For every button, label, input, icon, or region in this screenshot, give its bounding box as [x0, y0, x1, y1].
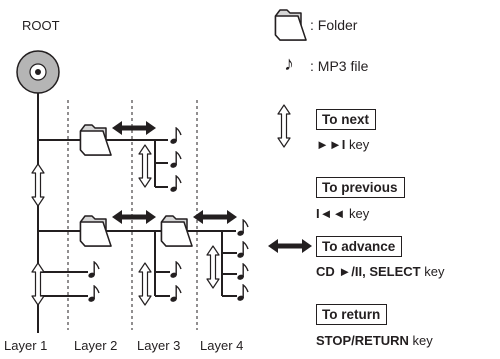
to-advance-key: CD ►/II, SELECT key: [316, 264, 444, 279]
mp3-file-icon: [170, 151, 182, 169]
tree-lines: [37, 93, 237, 333]
mp3-file-icon: [170, 175, 182, 193]
layer-1-label: Layer 1: [4, 338, 48, 353]
return-key-text: key: [408, 333, 433, 348]
folder-icon: [79, 124, 112, 156]
to-next-key: ►►I key: [316, 137, 369, 152]
advance-key-text: key: [420, 264, 445, 279]
next-key-text: key: [345, 137, 370, 152]
next-key-symbol: ►►I: [316, 137, 346, 152]
mp3-file-icon: [237, 263, 249, 281]
mp3-file-icon: [237, 284, 249, 302]
root-label: ROOT: [22, 18, 60, 33]
advance-key-strong: CD ►/II, SELECT: [316, 264, 421, 279]
legend-left-right-arrow-icon: [268, 239, 312, 253]
left-right-arrow-icon: [112, 210, 156, 224]
up-down-arrow-icon: [138, 144, 152, 188]
mp3-file-icon: [170, 127, 182, 145]
legend-mp3-file-label: : MP3 file: [310, 58, 369, 74]
folder-icon: [79, 215, 112, 247]
mp3-file-icon: [237, 219, 249, 237]
mp3-file-icon: [170, 261, 182, 279]
return-key-strong: STOP/RETURN: [316, 333, 409, 348]
mp3-file-icon: [237, 241, 249, 259]
up-down-arrow-icon: [138, 262, 152, 306]
left-right-arrow-icon: [193, 210, 237, 224]
mp3-file-icon: [88, 261, 100, 279]
to-return-box: To return: [316, 304, 388, 325]
previous-key-symbol: I◄◄: [316, 206, 346, 221]
layer-3-label: Layer 3: [137, 338, 181, 353]
mp3-file-icon: [170, 285, 182, 303]
root-disc-icon: [16, 50, 60, 94]
to-previous-key: I◄◄ key: [316, 206, 369, 221]
previous-key-text: key: [345, 206, 370, 221]
up-down-arrow-icon: [31, 163, 45, 207]
legend-folder-label: : Folder: [310, 17, 358, 33]
left-right-arrow-icon: [112, 121, 156, 135]
layer-4-label: Layer 4: [200, 338, 244, 353]
legend-folder-icon: [274, 9, 307, 41]
layer-2-label: Layer 2: [74, 338, 118, 353]
up-down-arrow-icon: [206, 245, 220, 289]
legend-up-down-arrow-icon: [277, 104, 291, 148]
up-down-arrow-icon: [31, 262, 45, 306]
legend-mp3-note-icon: ♪: [284, 53, 294, 75]
folder-icon: [160, 215, 193, 247]
mp3-file-icon: [88, 285, 100, 303]
to-previous-box: To previous: [316, 177, 405, 198]
to-next-box: To next: [316, 109, 376, 130]
to-return-key: STOP/RETURN key: [316, 333, 433, 348]
to-advance-box: To advance: [316, 236, 403, 257]
